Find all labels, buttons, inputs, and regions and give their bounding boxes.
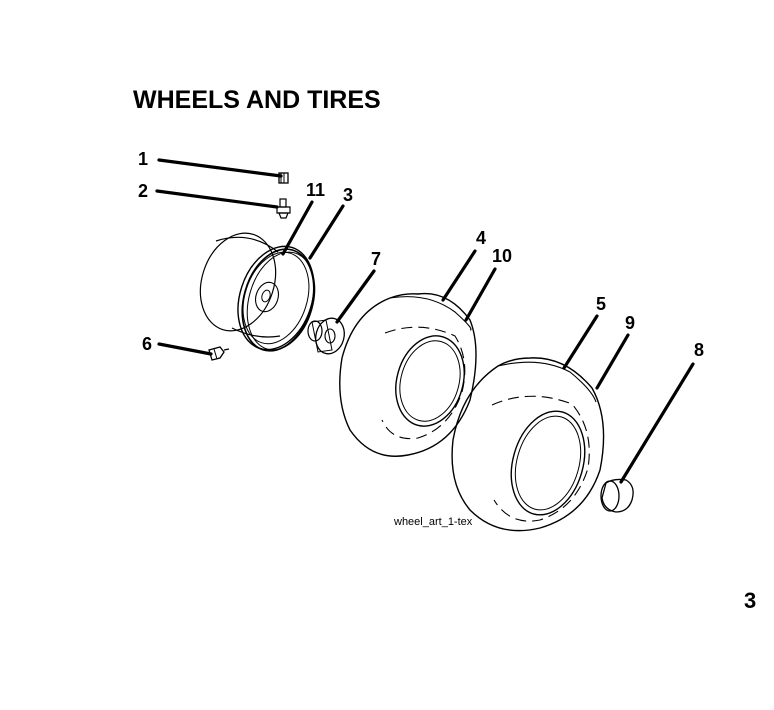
leader-9 [595, 333, 630, 390]
leader-5 [562, 314, 599, 370]
callout-8: 8 [694, 340, 704, 360]
callout-3: 3 [343, 185, 353, 205]
leader-6 [157, 342, 213, 356]
callout-7: 7 [371, 249, 381, 269]
callout-1: 1 [138, 149, 148, 169]
lug-bolt-part [208, 346, 230, 361]
callout-2: 2 [138, 181, 148, 201]
leader-11 [281, 200, 314, 256]
front-tire-part [339, 292, 477, 457]
callout-9: 9 [625, 313, 635, 333]
hub-cap-part [600, 478, 634, 513]
wheel-rim-part [199, 232, 316, 352]
leader-2 [155, 189, 279, 209]
leader-1 [157, 158, 283, 178]
callout-6: 6 [142, 334, 152, 354]
bushing-part [307, 317, 345, 355]
valve-stem-part [276, 198, 291, 219]
callout-10: 10 [492, 246, 512, 266]
rear-tire-part [451, 357, 605, 532]
callout-5: 5 [596, 294, 606, 314]
leader-4 [441, 249, 477, 302]
leader-lines [155, 158, 695, 484]
page-title: WHEELS AND TIRES [133, 86, 381, 114]
valve-cap-part [278, 172, 289, 184]
callout-4: 4 [476, 228, 486, 248]
leader-7 [335, 269, 376, 324]
callout-11: 11 [306, 180, 325, 200]
leader-3 [308, 204, 345, 260]
page-number: 3 [744, 588, 757, 613]
figure-caption: wheel_art_1-tex [394, 516, 473, 528]
leader-8 [619, 362, 695, 484]
leader-10 [464, 267, 497, 322]
